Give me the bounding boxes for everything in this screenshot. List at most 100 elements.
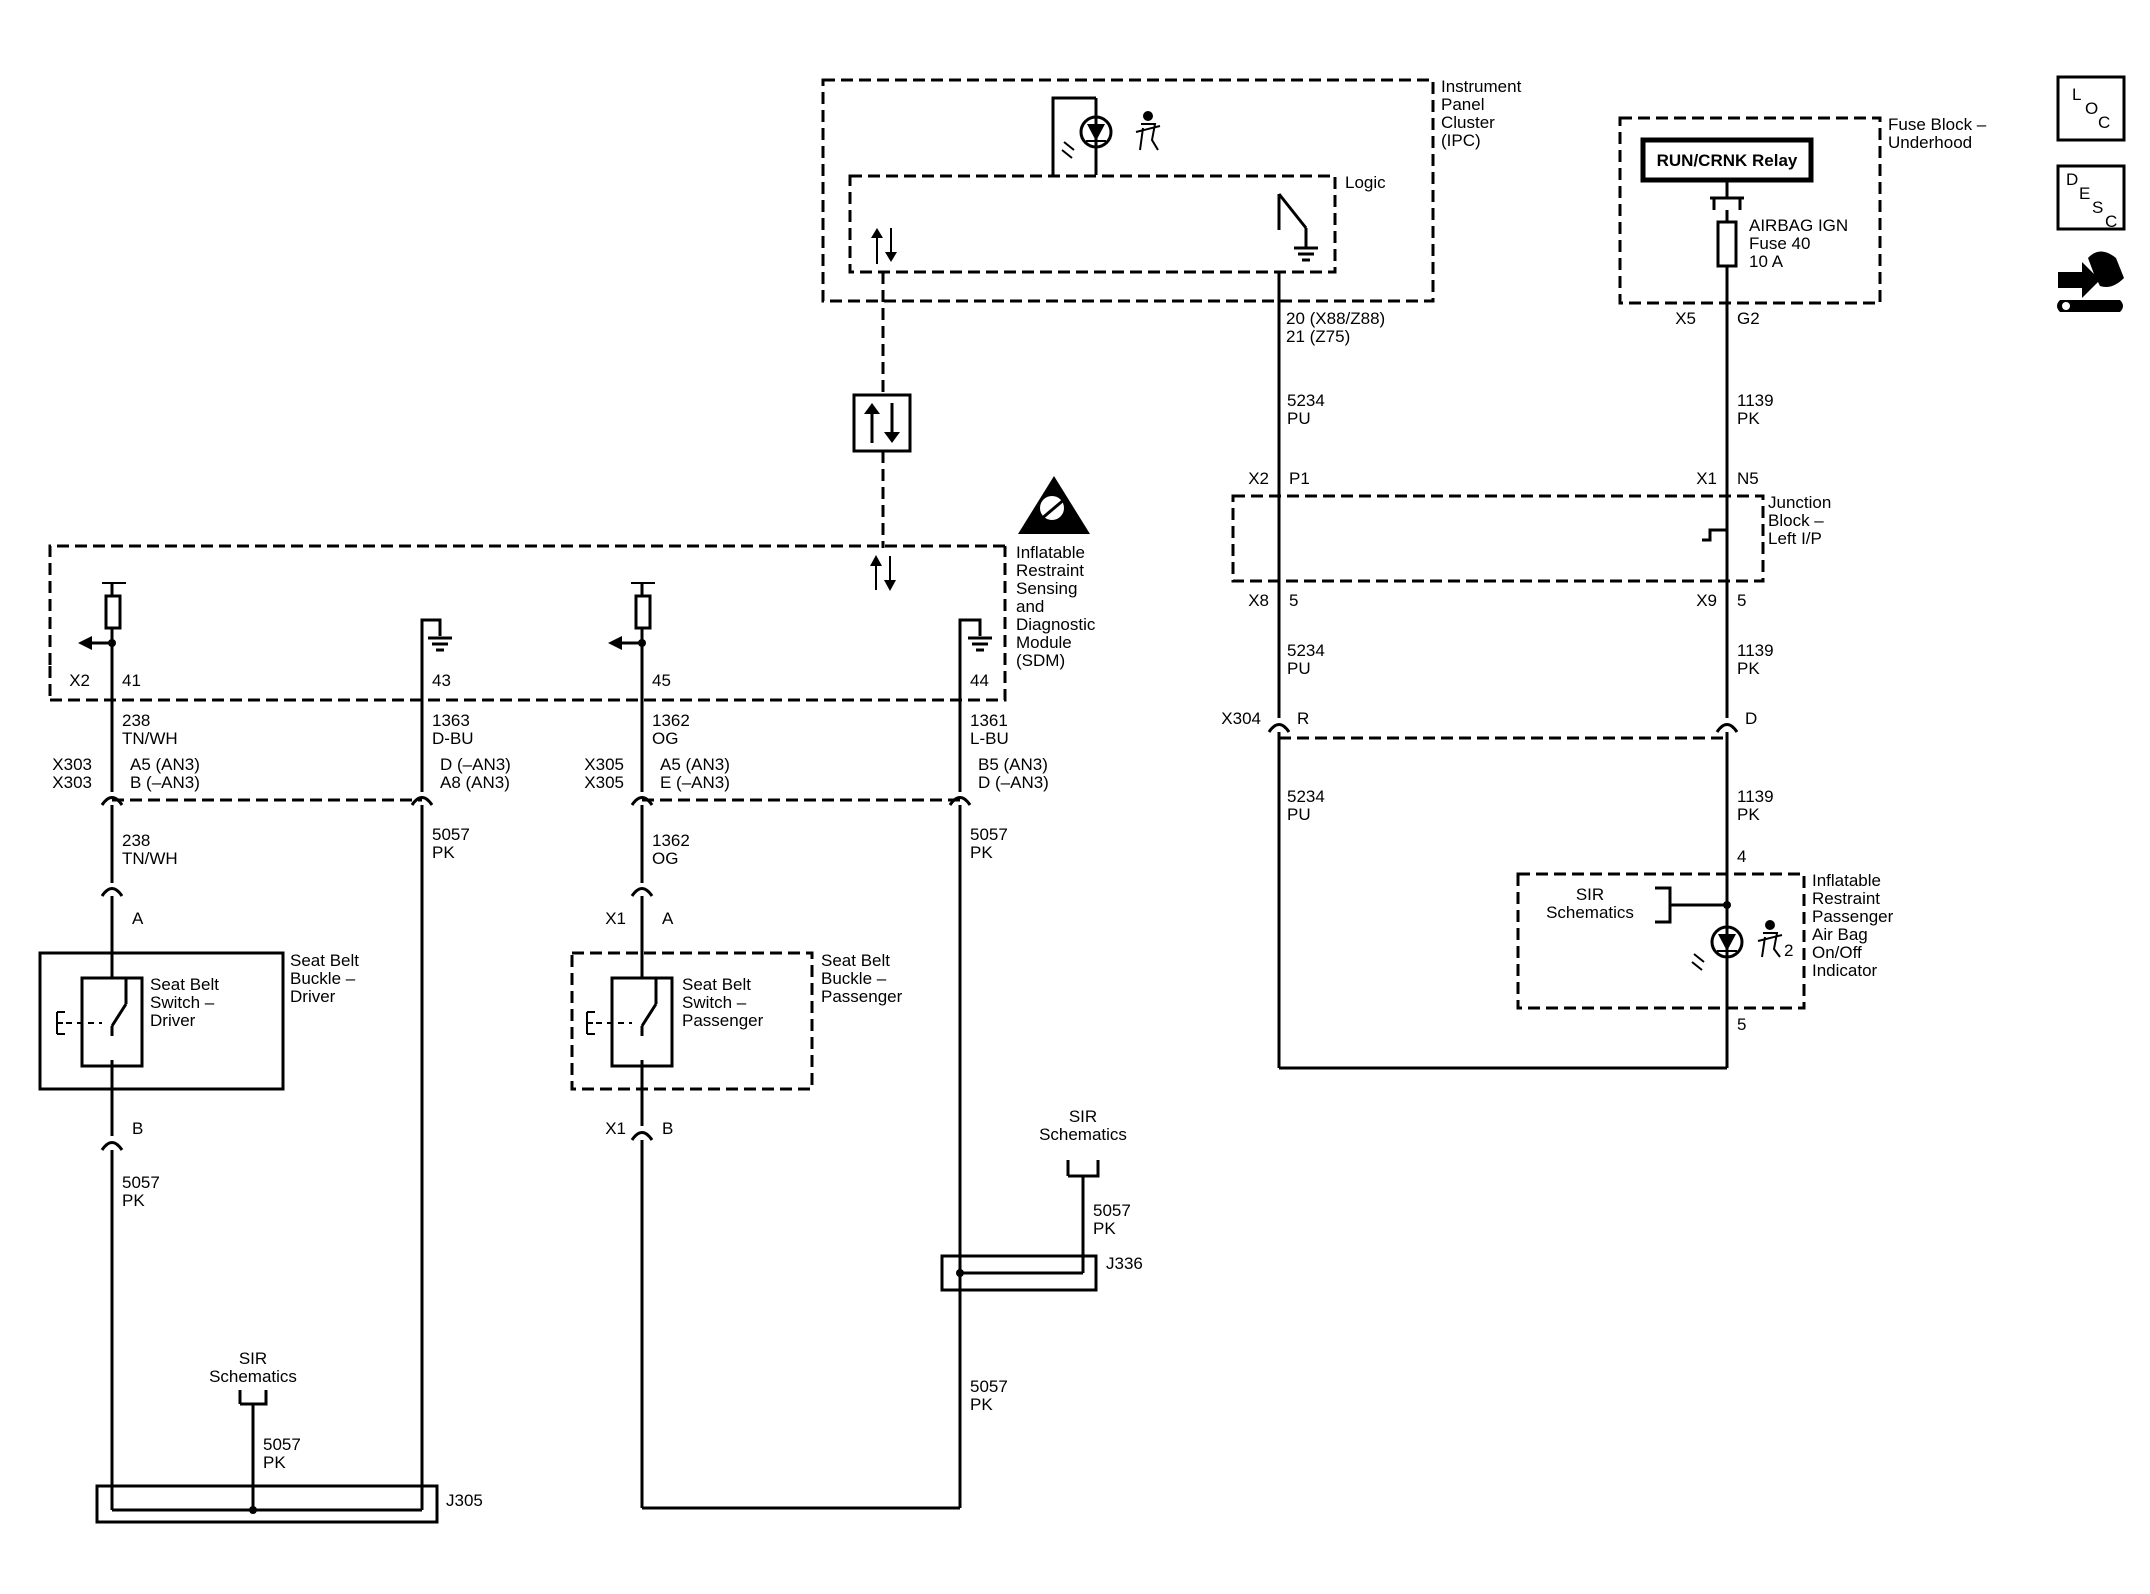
w1139-b-num: 1139 [1737,641,1774,660]
w1139-a-num: 1139 [1737,391,1774,410]
w1361-color: L-BU [970,729,1009,748]
w5057-c-num: 5057 [122,1173,160,1192]
driver-conn-a: A [132,909,144,928]
w5057-a-num: 5057 [432,825,470,844]
switch-pass-label-1: Seat Belt [682,975,751,994]
fuse-block-label-1: Fuse Block – [1888,115,1987,134]
sir-j336-label-2: Schematics [1039,1125,1127,1144]
x8-pin: 5 [1289,591,1298,610]
w1139-b-color: PK [1737,659,1760,678]
switch-pass-label-2: Switch – [682,993,747,1012]
sir-j305-label-1: SIR [239,1349,267,1368]
indicator-label-1: Inflatable [1812,871,1881,890]
fuse-label-1: AIRBAG IGN [1749,216,1848,235]
fuse-label-3: 10 A [1749,252,1784,271]
ipc-switch-ground-icon [1277,193,1318,262]
driver-a5-label: A5 (AN3) [130,755,200,774]
w5234-c-color: PU [1287,805,1311,824]
p1-label: P1 [1289,469,1310,488]
w5057-f-num: 5057 [263,1435,301,1454]
w1363-color: D-BU [432,729,474,748]
w1139-a-color: PK [1737,409,1760,428]
passenger-ground-circuit [948,700,972,1508]
buckle-pass-label-1: Seat Belt [821,951,890,970]
sdm-ground-44-icon [958,618,992,700]
j336-label: J336 [1106,1254,1143,1273]
seat-belt-buckle-driver: Seat Belt Buckle – Driver Seat Belt Swit… [38,951,359,1091]
x305-label-2: X305 [584,773,624,792]
w238-a-color: TN/WH [122,729,178,748]
w5057-d-num: 5057 [1093,1201,1131,1220]
w1139-c-num: 1139 [1737,787,1774,806]
driver-circuit [100,643,124,1510]
x8-label: X8 [1248,591,1269,610]
desc-letter-e: E [2079,184,2090,203]
w5234-a-num: 5234 [1287,391,1325,410]
w1361-num: 1361 [970,711,1008,730]
junction-label-3: Left I/P [1768,529,1822,548]
sdm-x2-label: X2 [69,671,90,690]
junction-label-1: Junction [1768,493,1831,512]
w1363-num: 1363 [432,711,470,730]
j305-splice: J305 SIR Schematics [95,1349,483,1524]
w5234-b-num: 5234 [1287,641,1325,660]
sdm-label-5: Diagnostic [1016,615,1096,634]
desc-letter-s: S [2092,198,2103,217]
x1-top-label: X1 [1696,469,1717,488]
pin-45: 45 [652,671,671,690]
driver-b-label: B (–AN3) [130,773,200,792]
indicator-label-5: On/Off [1812,943,1862,962]
w5234-b-color: PU [1287,659,1311,678]
driver-ground-circuit [410,700,434,1510]
buckle-driver-label-1: Seat Belt [290,951,359,970]
indicator-label-4: Air Bag [1812,925,1868,944]
fuse-40 [1716,220,1738,268]
w5234-c-num: 5234 [1287,787,1325,806]
ipc-label-2: Panel [1441,95,1484,114]
desc-icon[interactable]: D E S C [2056,164,2126,231]
w5057-b-num: 5057 [970,825,1008,844]
x2-top-label: X2 [1248,469,1269,488]
switch-driver-label-2: Switch – [150,993,215,1012]
driver-d-label: D (–AN3) [440,755,511,774]
ipc-box [821,78,1435,303]
pass-b5-label: B5 (AN3) [978,755,1048,774]
w1362-a-color: OG [652,729,678,748]
x9-pin: 5 [1737,591,1746,610]
indicator-label-2: Restraint [1812,889,1880,908]
data-arrows-icon [871,228,897,264]
sdm-module: Inflatable Restraint Sensing and Diagnos… [48,476,1096,702]
pin-44: 44 [970,671,989,690]
serial-data-symbol [852,393,912,453]
w5057-d-color: PK [1093,1219,1116,1238]
serial-data-link [852,272,912,591]
fuse-block-underhood: RUN/CRNK Relay Fuse Block – Underhood AI… [1618,115,1987,305]
ipc-logic-box [848,174,1337,274]
loc-icon[interactable]: L O C [2056,75,2126,142]
w5057-e-num: 5057 [970,1377,1008,1396]
driver-a8-label: A8 (AN3) [440,773,510,792]
fuse-label-2: Fuse 40 [1749,234,1810,253]
x303-label-2: X303 [52,773,92,792]
buckle-pass-label-3: Passenger [821,987,903,1006]
j305-label: J305 [446,1491,483,1510]
pass-d-label: D (–AN3) [978,773,1049,792]
sdm-label-3: Sensing [1016,579,1077,598]
sir-indicator-label-2: Schematics [1546,903,1634,922]
n5-label: N5 [1737,469,1759,488]
switch-driver-label-1: Seat Belt [150,975,219,994]
tools-icon[interactable] [2057,251,2124,313]
indicator-pin-5: 5 [1737,1015,1746,1034]
ipc-module: Instrument Panel Cluster (IPC) Logic [821,77,1522,303]
x304-d-label: D [1745,709,1757,728]
ipc-label-3: Cluster [1441,113,1495,132]
relay-label: RUN/CRNK Relay [1657,151,1798,170]
x5-label: X5 [1675,309,1696,328]
desc-letter-d: D [2066,170,2078,189]
pin-43: 43 [432,671,451,690]
fuse-block-label-2: Underhood [1888,133,1972,152]
pin-41: 41 [122,671,141,690]
x9-label: X9 [1696,591,1717,610]
driver-conn-b: B [132,1119,143,1138]
